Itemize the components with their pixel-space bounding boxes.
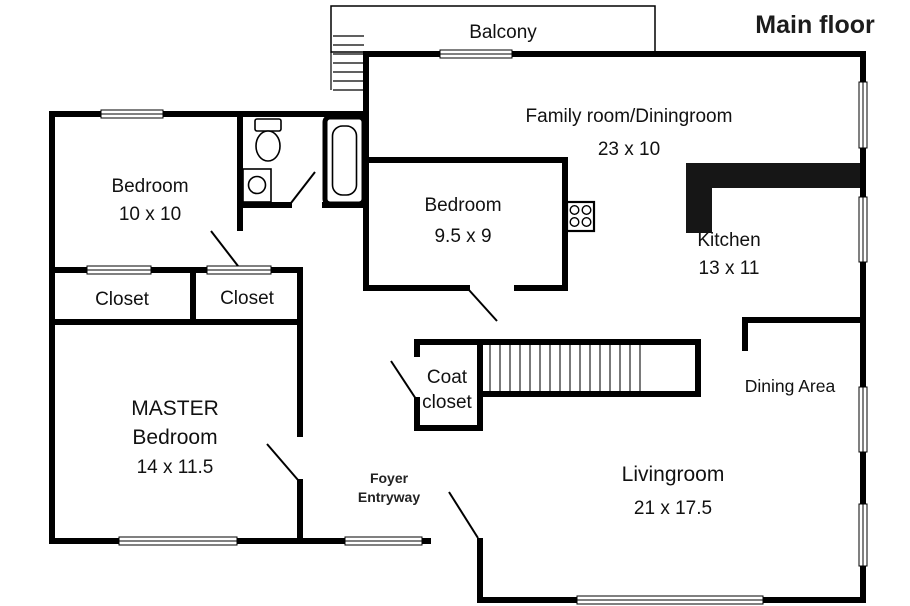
label-foyer-line2: Entryway bbox=[358, 489, 420, 505]
dims-bedroom-1: 10 x 10 bbox=[119, 204, 181, 225]
stove-icon bbox=[565, 200, 596, 233]
door-leaf-bedroom2 bbox=[468, 289, 498, 322]
door-leaf-bedroom1 bbox=[210, 230, 239, 267]
kitchen-counter bbox=[686, 163, 863, 233]
window bbox=[118, 536, 238, 546]
label-closet-left: Closet bbox=[95, 289, 150, 310]
label-master-line1: MASTER bbox=[131, 397, 219, 420]
dims-living-room: 21 x 17.5 bbox=[634, 498, 712, 519]
dims-kitchen: 13 x 11 bbox=[699, 258, 760, 279]
label-coat-closet-line1: Coat bbox=[427, 367, 468, 388]
window bbox=[100, 109, 164, 119]
door-leaf-front-entry bbox=[448, 491, 479, 539]
bathtub-icon bbox=[322, 114, 367, 207]
window bbox=[344, 536, 423, 546]
window bbox=[858, 503, 868, 567]
doors bbox=[210, 171, 498, 539]
staircase bbox=[489, 345, 641, 391]
label-balcony: Balcony bbox=[469, 22, 537, 43]
label-foyer-line1: Foyer bbox=[370, 470, 409, 486]
door-leaf-bathroom bbox=[290, 171, 316, 204]
page-title: Main floor bbox=[755, 11, 875, 39]
label-master-line2: Bedroom bbox=[132, 426, 217, 449]
toilet-icon bbox=[254, 118, 282, 162]
balcony-outline bbox=[330, 5, 656, 91]
label-family-room: Family room/Diningroom bbox=[526, 106, 733, 127]
window bbox=[858, 196, 868, 263]
door-leaf-master bbox=[266, 443, 299, 481]
window bbox=[858, 386, 868, 453]
window bbox=[439, 49, 513, 59]
label-dining-area: Dining Area bbox=[745, 376, 836, 396]
dims-family-room: 23 x 10 bbox=[598, 139, 660, 160]
label-living-room: Livingroom bbox=[622, 463, 725, 486]
balcony-steps bbox=[330, 35, 364, 91]
dims-bedroom-2: 9.5 x 9 bbox=[434, 226, 491, 247]
window bbox=[858, 81, 868, 149]
label-bedroom-2: Bedroom bbox=[424, 195, 501, 216]
window bbox=[576, 595, 764, 605]
closet-sliding-door bbox=[206, 265, 272, 275]
label-kitchen: Kitchen bbox=[697, 230, 760, 251]
walls bbox=[49, 51, 866, 603]
windows bbox=[86, 49, 868, 605]
dims-master: 14 x 11.5 bbox=[137, 457, 214, 478]
label-coat-closet-line2: closet bbox=[422, 392, 472, 413]
sink-icon bbox=[242, 168, 272, 203]
label-closet-right: Closet bbox=[220, 288, 275, 309]
label-bedroom-1: Bedroom bbox=[111, 176, 188, 197]
closet-sliding-door bbox=[86, 265, 152, 275]
door-leaf-coat-closet bbox=[390, 360, 417, 400]
